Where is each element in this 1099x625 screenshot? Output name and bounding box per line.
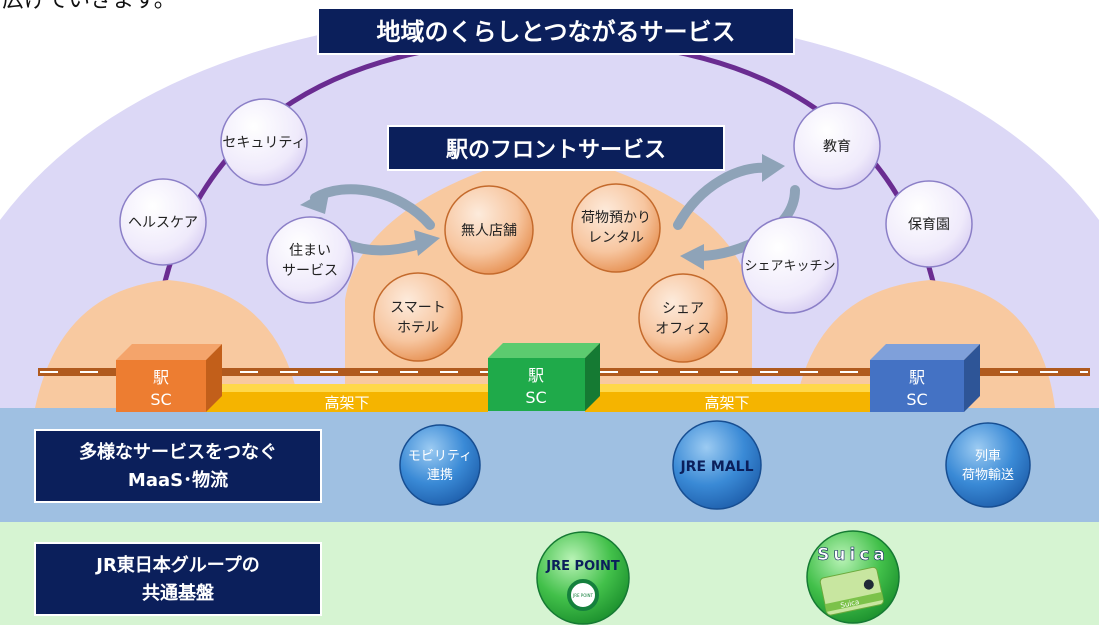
mid-circle-share-kitchen: シェアキッチン — [741, 216, 839, 314]
platform-title-box — [34, 542, 322, 616]
jre-point-ring-icon — [567, 579, 599, 611]
front-circle-share-office: シェア オフィス — [638, 273, 728, 363]
suica-card-icon: Suica — [819, 566, 884, 616]
penguin-icon — [863, 579, 874, 590]
viaduct-right: 高架下 — [585, 384, 880, 412]
right-curved-arrow — [673, 162, 773, 230]
station-label-top: 駅 — [528, 366, 544, 385]
mid-circle-housing: 住まい サービス — [266, 216, 354, 304]
outer-circle-healthcare: ヘルスケア — [119, 178, 207, 266]
community-header — [317, 7, 795, 55]
outer-circle-label: 保育園 — [908, 217, 950, 233]
right-arrow-head-top — [762, 154, 785, 182]
top-caption: 広げていきます。 — [2, 0, 176, 13]
front-circle-label: シェア — [662, 301, 704, 317]
outer-circle-label: セキュリティ — [222, 135, 305, 151]
outer-circle-security: セキュリティ — [220, 98, 308, 186]
viaduct-left: 高架下 — [206, 384, 498, 412]
mid-circle-label: シェアキッチン — [744, 259, 835, 274]
front-circle-label: 荷物預かり — [581, 210, 651, 226]
front-circle-smart-hotel: スマート ホテル — [373, 272, 463, 362]
mid-circle-label: サービス — [282, 263, 338, 279]
suica-logo: Suica — [817, 545, 889, 565]
front-circle-label: スマート — [390, 300, 446, 316]
station-right: 駅 SC — [870, 344, 980, 412]
right-arrow-head-bottom — [680, 244, 704, 270]
front-header — [387, 125, 725, 171]
outer-circle-label: 教育 — [823, 139, 851, 155]
maas-title-line1: 多様なサービスをつなぐ — [79, 441, 277, 463]
community-header-label: 地域のくらしとつながるサービス — [376, 18, 735, 46]
station-label-top: 駅 — [909, 368, 925, 387]
platform-title-line2: 共通基盤 — [142, 582, 215, 604]
outer-circle-label: ヘルスケア — [128, 215, 198, 231]
maas-title-box — [34, 429, 322, 503]
jre-point-ring-label: JRE POINT — [572, 593, 593, 598]
front-circle-label: 無人店舗 — [461, 223, 517, 239]
maas-circle-label: 連携 — [427, 467, 453, 483]
front-circle-luggage-rental: 荷物預かり レンタル — [571, 183, 661, 273]
jre-point-logo: JRE POINT — [545, 559, 620, 574]
station-left: 駅 SC — [116, 344, 222, 412]
maas-circle-jre-mall: JRE MALL — [672, 420, 762, 510]
maas-circle-train-cargo: 列車 荷物輸送 — [945, 422, 1031, 508]
front-circle-unmanned-store: 無人店舗 — [444, 185, 534, 275]
station-label-bottom: SC — [150, 390, 171, 409]
front-header-label: 駅のフロントサービス — [446, 138, 666, 163]
platform-title-line1: JR東日本グループの — [94, 554, 259, 576]
maas-title-line2: MaaS･物流 — [128, 469, 228, 491]
maas-circle-label: 列車 — [975, 449, 1001, 464]
suica-card-label: Suica — [840, 598, 860, 610]
outer-circle-nursery: 保育園 — [885, 180, 973, 268]
maas-circle-label: モビリティ — [408, 449, 472, 464]
maas-circle-label: 荷物輸送 — [962, 468, 1014, 483]
station-label-bottom: SC — [906, 390, 927, 409]
outer-circle-education: 教育 — [793, 102, 881, 190]
front-circle-label: オフィス — [655, 321, 711, 337]
front-circle-label: ホテル — [397, 320, 439, 336]
left-arrow-head-top — [300, 188, 330, 214]
station-label-bottom: SC — [525, 388, 546, 407]
jre-point-circle: JRE POINT JRE POINT — [536, 531, 630, 625]
maas-circle-mobility: モビリティ 連携 — [399, 424, 481, 506]
station-center: 駅 SC — [488, 343, 600, 411]
left-arrow-head-bottom — [414, 230, 440, 256]
viaduct-label: 高架下 — [324, 394, 369, 412]
jre-mall-logo: JRE MALL — [679, 459, 753, 475]
station-label-top: 駅 — [153, 368, 169, 387]
front-circle-label: レンタル — [588, 230, 644, 246]
viaduct-label: 高架下 — [704, 394, 749, 412]
suica-circle: Suica Suica — [806, 530, 900, 624]
mid-circle-label: 住まい — [289, 243, 331, 259]
